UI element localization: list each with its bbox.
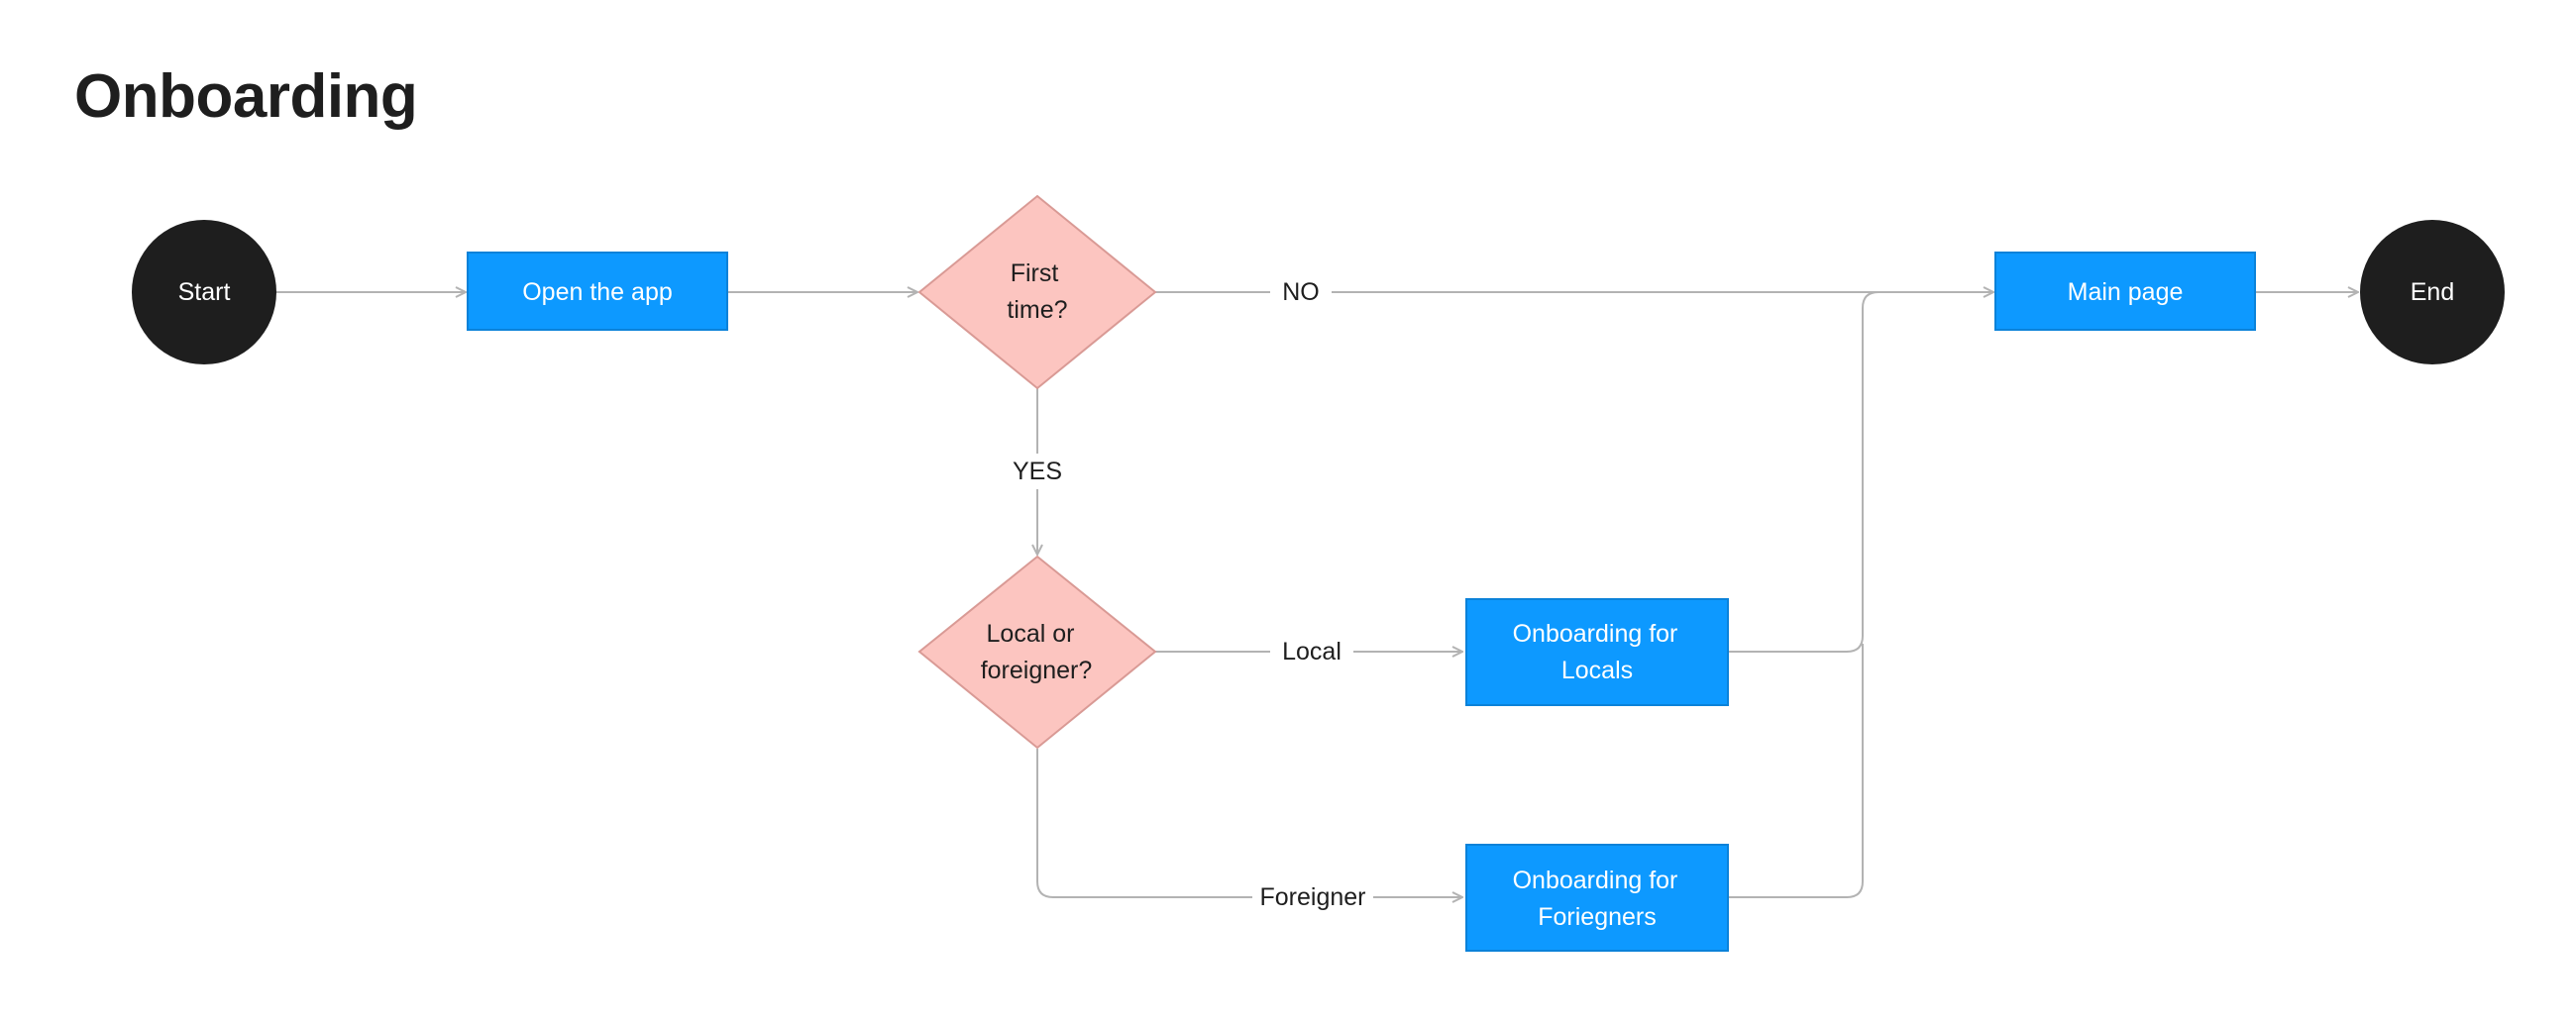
svg-text:YES: YES	[1013, 458, 1062, 485]
start-node: Start	[132, 220, 276, 364]
edge-label-yes: YES	[1004, 454, 1071, 489]
svg-text:Local or: Local or	[987, 620, 1075, 648]
edge-label-local: Local	[1270, 635, 1353, 668]
svg-text:Start: Start	[178, 278, 231, 306]
onboarding-foreigners-node: Onboarding for Foriegners	[1465, 844, 1729, 952]
svg-text:Foreigner: Foreigner	[1260, 883, 1366, 911]
open-app-node: Open the app	[467, 252, 728, 331]
svg-text:End: End	[2411, 278, 2454, 306]
local-or-foreigner-decision: Local or foreigner?	[917, 555, 1157, 750]
edge-label-no: NO	[1270, 275, 1332, 309]
edge-onboarding-locals-main-page	[1728, 291, 1942, 653]
edge-foreigner-onboarding-foreigners	[1036, 749, 1462, 897]
edge-label-foreigner: Foreigner	[1252, 880, 1373, 914]
svg-text:Onboarding for: Onboarding for	[1513, 867, 1678, 894]
svg-text:time?: time?	[1007, 296, 1067, 324]
main-page-node: Main page	[1994, 252, 2256, 331]
svg-text:Open the app: Open the app	[522, 278, 673, 306]
svg-text:Local: Local	[1282, 638, 1342, 666]
end-node: End	[2360, 220, 2505, 364]
svg-text:Onboarding for: Onboarding for	[1513, 620, 1678, 648]
svg-text:Locals: Locals	[1561, 657, 1633, 684]
onboarding-locals-node: Onboarding for Locals	[1465, 598, 1729, 706]
edge-onboarding-foreigners-main-page	[1728, 644, 1864, 898]
first-time-decision: First time?	[917, 194, 1157, 390]
svg-text:Main page: Main page	[2068, 278, 2184, 306]
svg-text:Foriegners: Foriegners	[1538, 903, 1657, 931]
svg-text:foreigner?: foreigner?	[981, 657, 1093, 684]
page-title: Onboarding	[74, 62, 418, 131]
svg-text:NO: NO	[1282, 278, 1320, 306]
svg-text:First: First	[1011, 259, 1059, 287]
